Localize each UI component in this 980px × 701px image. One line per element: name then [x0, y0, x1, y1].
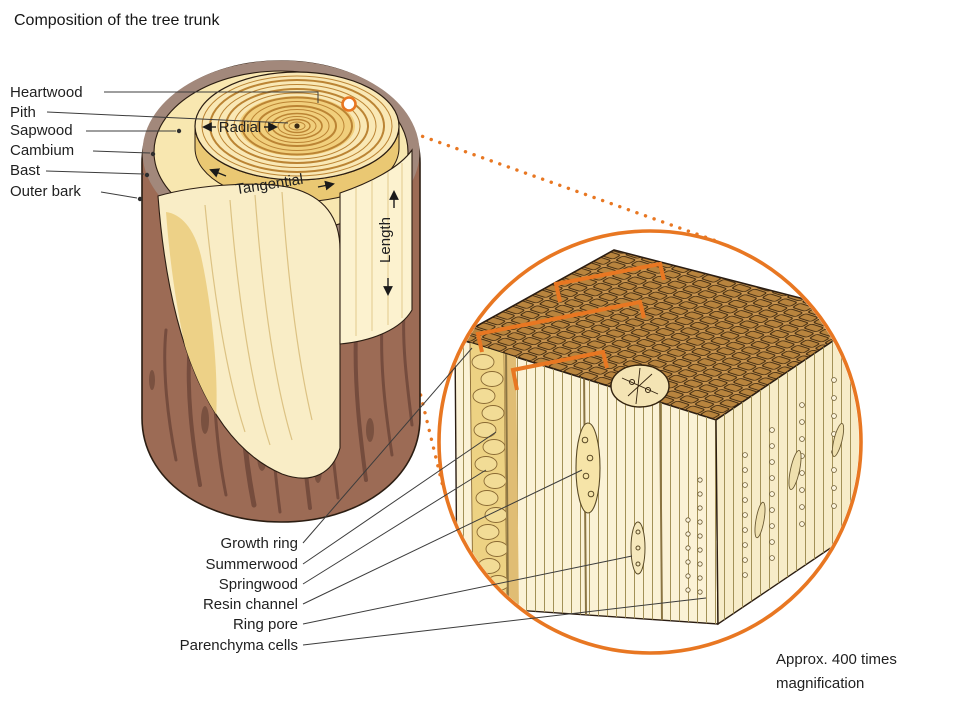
feature-label-leaders — [302, 347, 707, 646]
page-title: Composition of the tree trunk — [14, 12, 220, 29]
label-bast: Bast — [10, 162, 41, 179]
label-sapwood: Sapwood — [10, 122, 73, 139]
front-face-grain — [166, 191, 313, 446]
tangential-arrow-right — [317, 180, 335, 191]
trunk-part-labels: Heartwood Pith Sapwood Cambium Bast Oute… — [10, 84, 319, 202]
label-growth-ring: Growth ring — [220, 535, 298, 552]
resin-channel — [575, 422, 601, 514]
label-resin-channel: Resin channel — [203, 596, 298, 613]
label-ring-pore: Ring pore — [233, 616, 298, 633]
label-heartwood: Heartwood — [10, 84, 83, 101]
magnifier-source-circle — [341, 96, 357, 112]
micro-feature-labels: Growth ring Summerwood Springwood Resin … — [180, 347, 707, 654]
front-face-features — [469, 341, 703, 623]
tangential-arrow-left — [209, 168, 227, 178]
radial-label: Radial — [219, 119, 262, 136]
label-cambium: Cambium — [10, 142, 74, 159]
pith-dot — [294, 123, 300, 129]
magnification-caption: Approx. 400 times magnification — [776, 651, 897, 692]
top-face-pore — [610, 364, 670, 408]
label-pith: Pith — [10, 104, 36, 121]
part-label-leaders — [45, 91, 319, 202]
label-summerwood: Summerwood — [205, 556, 298, 573]
caption-line-1: Approx. 400 times — [776, 651, 897, 668]
label-outer-bark: Outer bark — [10, 183, 81, 200]
length-label: Length — [377, 217, 394, 263]
label-springwood: Springwood — [219, 576, 298, 593]
orange-highlight-brackets — [475, 261, 666, 391]
parenchyma-cells-front — [685, 477, 703, 595]
trunk-illustration: Radial Tangential Length — [141, 60, 421, 523]
ring-pore-vessel — [630, 521, 646, 575]
caption-line-2: magnification — [776, 675, 864, 692]
magnified-wood-block — [452, 249, 859, 626]
label-parenchyma-cells: Parenchyma cells — [180, 637, 298, 654]
right-face-grain — [355, 163, 403, 336]
right-face-features — [742, 377, 845, 578]
